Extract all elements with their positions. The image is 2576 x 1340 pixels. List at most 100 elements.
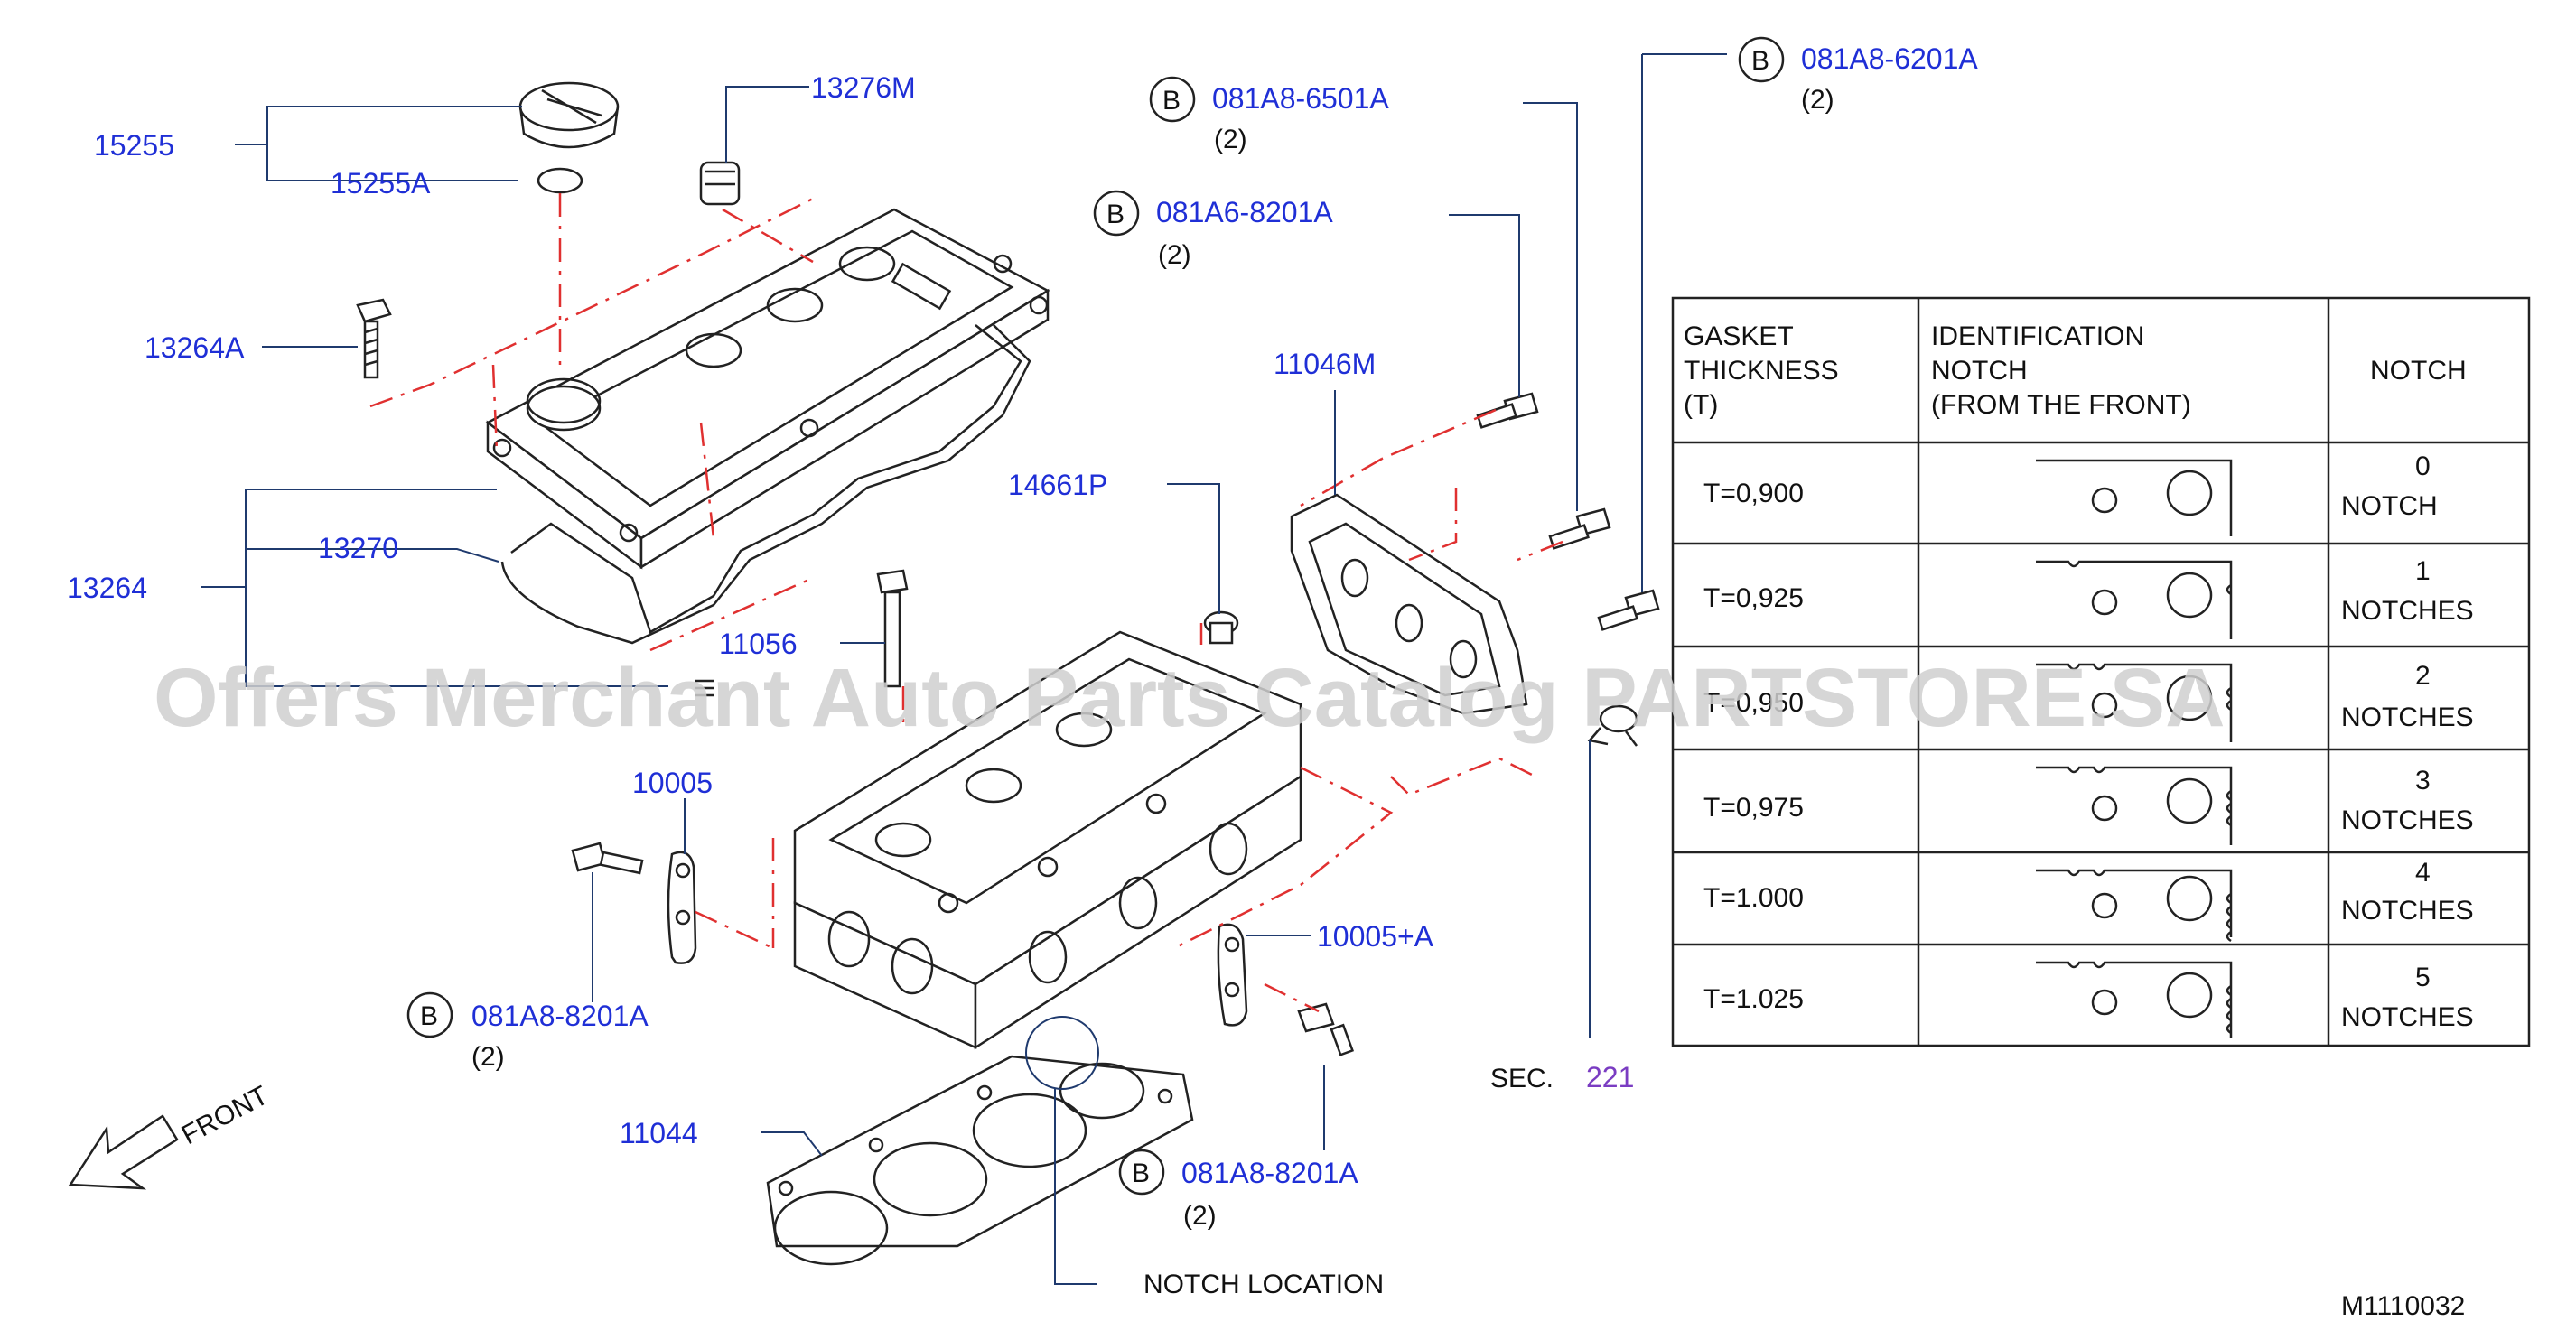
rocker-cover-drawing — [485, 208, 1050, 570]
callout-081a8-8201a-left[interactable]: 081A8-8201A — [471, 1000, 649, 1032]
row-notch-word: NOTCHES — [2341, 703, 2474, 732]
bolt-bottom-drawing — [1297, 1002, 1355, 1056]
gasket-small-hole — [2091, 989, 2118, 1016]
header-notch: NOTCH — [1931, 356, 2028, 386]
front-label: FRONT — [177, 1081, 274, 1151]
qty-081a8-6201a: (2) — [1801, 85, 1834, 115]
head-bolt-drawing — [876, 569, 909, 688]
badge-letter: B — [1106, 200, 1125, 229]
gasket-large-hole — [2166, 777, 2213, 824]
assembly-dash-lines — [369, 193, 1563, 1013]
notch-sketch — [2036, 766, 2233, 845]
spring-drawing — [695, 679, 714, 697]
notch-mark — [2226, 802, 2232, 814]
row-thickness: T=1.000 — [1703, 883, 1804, 913]
callout-15255a[interactable]: 15255A — [331, 167, 431, 200]
row-notch-number: 5 — [2415, 963, 2431, 992]
bolt-callout-a6-8201a[interactable]: B 081A6-8201A (2) — [1093, 190, 1333, 270]
callout-14661p[interactable]: 14661P — [1008, 469, 1107, 501]
row-notch-word: NOTCHES — [2341, 1002, 2474, 1032]
callout-13270[interactable]: 13270 — [318, 532, 398, 564]
row-notch-number: 3 — [2415, 766, 2431, 796]
notch-mark — [2226, 583, 2232, 596]
row-notch-word: NOTCH — [2341, 491, 2438, 521]
qty-081a6-8201a: (2) — [1158, 240, 1191, 270]
row-thickness: T=0,900 — [1703, 479, 1804, 508]
sec-221-link[interactable]: 221 — [1586, 1061, 1634, 1093]
callout-081a6-8201a[interactable]: 081A6-8201A — [1156, 196, 1333, 228]
front-cover-bolts-drawing — [1476, 392, 1660, 631]
header-gasket: GASKET — [1684, 321, 1794, 351]
notch-mark — [2226, 905, 2232, 917]
callout-10005a[interactable]: 10005+A — [1317, 920, 1434, 953]
callout-081a8-8201a-bottom[interactable]: 081A8-8201A — [1181, 1157, 1358, 1189]
oil-filler-cap-drawing — [518, 81, 620, 194]
gasket-small-hole — [2091, 589, 2118, 616]
gasket-10005a-drawing — [1217, 923, 1248, 1027]
gasket-thickness-table: GASKET THICKNESS (T) IDENTIFICATION NOTC… — [1671, 296, 2531, 1047]
callout-10005[interactable]: 10005 — [632, 767, 713, 799]
row-notch-number: 2 — [2415, 661, 2431, 691]
gasket-large-hole — [2166, 572, 2213, 619]
notch-mark — [2226, 917, 2232, 930]
row-thickness: T=0,950 — [1703, 688, 1804, 718]
cylinder-head-drawing — [793, 630, 1302, 1050]
notch-sketch — [2036, 560, 2233, 639]
notch-sketch — [2036, 459, 2233, 536]
row-thickness: T=0,925 — [1703, 583, 1804, 613]
notch-location-label: NOTCH LOCATION — [1143, 1270, 1384, 1299]
bolt-callout-8201a-bottom[interactable]: B 081A8-8201A (2) — [1118, 1149, 1358, 1231]
callout-13264a[interactable]: 13264A — [145, 331, 245, 364]
badge-letter: B — [420, 1001, 438, 1031]
plug-drawing — [1203, 610, 1239, 645]
row-notch-word: NOTCHES — [2341, 805, 2474, 835]
notch-sketch — [2036, 961, 2233, 1038]
rocker-gasket-drawing — [500, 324, 1031, 645]
head-gasket-drawing — [766, 1016, 1194, 1266]
header-thickness: THICKNESS — [1684, 356, 1839, 386]
notch-mark — [2226, 892, 2232, 905]
bolt-callout-8201a-left[interactable]: B 081A8-8201A (2) — [406, 991, 649, 1072]
bolt-callout-6201a[interactable]: B 081A8-6201A (2) — [1738, 36, 1978, 115]
row-notch-number: 0 — [2415, 451, 2431, 481]
qty-081a8-8201a-bottom: (2) — [1183, 1201, 1217, 1231]
gasket-large-hole — [2166, 675, 2213, 721]
notch-mark — [2226, 1010, 2232, 1022]
leader-lines — [201, 53, 1727, 1285]
front-arrow: FRONT — [68, 1081, 274, 1190]
gasket-10005-drawing — [667, 851, 697, 964]
callout-13276m[interactable]: 13276M — [811, 71, 916, 104]
callout-081a8-6201a[interactable]: 081A8-6201A — [1801, 42, 1978, 75]
callout-11046m[interactable]: 11046M — [1274, 348, 1376, 380]
cover-bolt-drawing — [356, 298, 392, 379]
row-notch-word: NOTCHES — [2341, 896, 2474, 926]
notch-mark — [2226, 789, 2232, 802]
gasket-edge — [2036, 869, 2233, 937]
callout-11044[interactable]: 11044 — [620, 1117, 698, 1149]
gasket-small-hole — [2091, 892, 2118, 919]
badge-b-icon — [1093, 190, 1140, 237]
gasket-small-hole — [2091, 795, 2118, 822]
badge-b-icon — [1738, 36, 1785, 83]
badge-letter: B — [1162, 86, 1181, 116]
diagram-code: M1110032 — [2341, 1291, 2465, 1321]
notch-mark — [2226, 686, 2232, 699]
gasket-large-hole — [2166, 875, 2213, 922]
badge-letter: B — [1751, 46, 1769, 76]
callout-13264[interactable]: 13264 — [67, 572, 147, 604]
row-notch-word: NOTCHES — [2341, 596, 2474, 626]
notch-mark — [2226, 997, 2232, 1010]
bolt-callout-6501a[interactable]: B 081A8-6501A (2) — [1149, 76, 1389, 154]
header-t: (T) — [1684, 390, 1718, 420]
header-from-the-front: (FROM THE FRONT) — [1931, 390, 2191, 420]
callout-15255[interactable]: 15255 — [94, 129, 174, 162]
row-thickness: T=0,975 — [1703, 793, 1804, 823]
callout-081a8-6501a[interactable]: 081A8-6501A — [1212, 82, 1389, 115]
front-cover-drawing — [1290, 493, 1638, 747]
qty-081a8-8201a-left: (2) — [471, 1042, 505, 1072]
gasket-edge — [2036, 961, 2233, 1038]
row-notch-number: 1 — [2415, 556, 2431, 586]
header-identification: IDENTIFICATION — [1931, 321, 2144, 351]
badge-b-icon — [1118, 1149, 1165, 1196]
callout-11056[interactable]: 11056 — [719, 628, 798, 660]
